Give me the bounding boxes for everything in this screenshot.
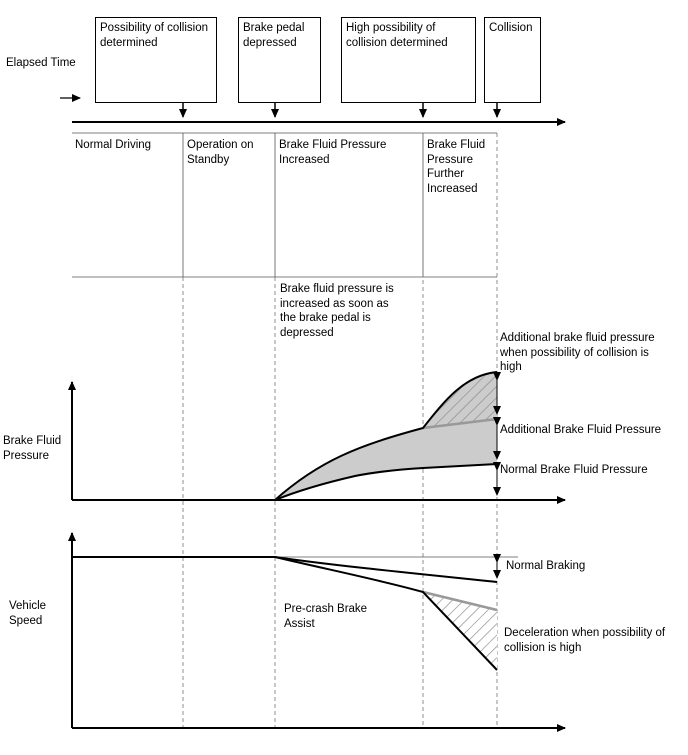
assist-gray-curve (422, 590, 498, 612)
phase-pressure-further: Brake Fluid Pressure Further Increased (427, 139, 486, 195)
label-additional-pressure: Additional Brake Fluid Pressure (500, 424, 662, 436)
label-additional-high: Additional brake fluid pressure when pos… (500, 332, 655, 373)
label-deceleration: Deceleration when possibility of collisi… (504, 627, 666, 654)
label-pre-crash-assist: Pre-crash Brake Assist (284, 603, 368, 630)
brake-pressure-chart (68, 371, 566, 504)
event-box-possibility: Possibility of collision determined (95, 17, 217, 103)
event-box-brake-pedal: Brake pedal depressed (238, 17, 321, 103)
vehicle-speed-chart (68, 532, 566, 732)
phase-standby: Operation on Standby (187, 139, 254, 166)
brake-pressure-note: Brake fluid pressure is increased as soo… (280, 283, 394, 339)
phase-pressure-increased: Brake Fluid Pressure Increased (279, 139, 387, 166)
normal-pressure-curve (274, 463, 498, 501)
pre-crash-curve (72, 556, 498, 671)
additional-high-area (423, 372, 497, 428)
additional-pressure-area (275, 419, 497, 500)
event-box-high-possibility: High possibility of collision determined (341, 17, 476, 103)
label-normal-pressure: Normal Brake Fluid Pressure (500, 464, 648, 476)
timeline (60, 94, 566, 126)
high-pressure-curve (274, 371, 498, 501)
additional-pressure-curve (422, 417, 498, 430)
vehicle-speed-ylabel: Vehicle Speed (9, 600, 47, 627)
brake-pressure-ylabel: Brake Fluid Pressure (3, 435, 62, 462)
elapsed-time-label: Elapsed Time (6, 57, 76, 69)
label-normal-braking: Normal Braking (506, 560, 586, 572)
phase-normal-driving: Normal Driving (75, 139, 152, 151)
event-box-collision: Collision (484, 17, 541, 103)
normal-braking-curve (274, 556, 498, 583)
